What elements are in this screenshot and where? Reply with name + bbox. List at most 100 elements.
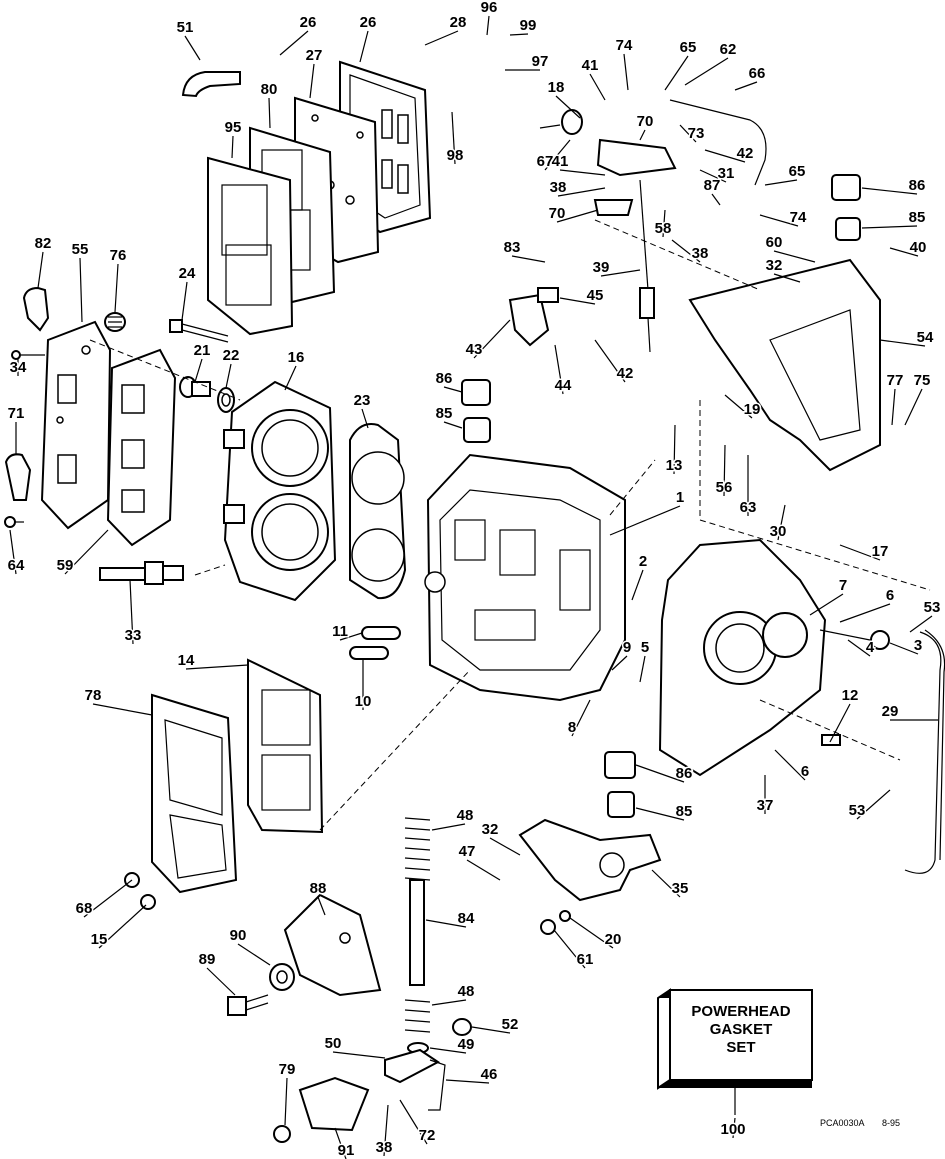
leader-line-83 (511, 255, 546, 263)
leader-line-86a (861, 187, 918, 195)
leader-line-8 (571, 699, 591, 737)
seal-22 (217, 387, 235, 413)
callout-18: 18 (548, 79, 565, 96)
leader-line-84 (425, 919, 467, 928)
spring-48-top (404, 817, 431, 881)
screw-64 (4, 516, 24, 528)
callout-26a: 26 (300, 14, 317, 31)
callout-48a: 48 (457, 807, 474, 824)
bracket-35 (518, 818, 662, 902)
callout-17: 17 (872, 543, 889, 560)
callout-73: 73 (688, 125, 705, 142)
callout-78: 78 (85, 687, 102, 704)
powerhead-gasket-set-box (657, 988, 813, 1115)
leader-line-90 (237, 943, 271, 966)
leader-line-6b (774, 749, 806, 781)
leader-line-53b (856, 789, 891, 820)
callout-3: 3 (914, 637, 922, 654)
leader-line-79 (284, 1077, 288, 1126)
callout-9: 9 (623, 639, 631, 656)
leader-line-14 (185, 664, 249, 670)
callout-61: 61 (577, 951, 594, 968)
callout-42b: 42 (617, 365, 634, 382)
leader-lines (9, 15, 938, 1159)
callout-11: 11 (332, 623, 348, 640)
leader-line-53a (909, 615, 933, 633)
leader-line-17 (839, 544, 881, 561)
callout-54: 54 (917, 329, 934, 346)
callout-51: 51 (177, 19, 194, 36)
callout-70b: 70 (549, 205, 566, 222)
gasket-box-line-3: SET (726, 1039, 755, 1056)
callout-10: 10 (355, 693, 372, 710)
leader-line-43 (473, 319, 511, 359)
bracket-43 (508, 287, 559, 347)
callout-24: 24 (179, 265, 196, 282)
callout-71: 71 (8, 405, 25, 422)
leader-line-95 (231, 135, 234, 159)
leader-line-86b (443, 386, 463, 393)
screw-79 (273, 1125, 291, 1143)
leader-line-24 (181, 281, 188, 321)
leader-line-61 (553, 929, 586, 969)
leader-line-19 (724, 394, 753, 419)
callout-44: 44 (555, 377, 572, 394)
leader-line-1 (609, 505, 681, 536)
callout-77: 77 (887, 372, 904, 389)
screws-68-15 (124, 872, 156, 910)
leader-line-21 (194, 358, 203, 383)
leader-line-68 (83, 879, 133, 918)
callout-32a: 32 (766, 257, 783, 274)
callout-28: 28 (450, 14, 467, 31)
callout-45: 45 (587, 287, 604, 304)
leader-line-16 (284, 365, 297, 391)
leader-line-15 (98, 904, 147, 949)
leader-line-91 (334, 1127, 347, 1159)
callout-46: 46 (481, 1066, 498, 1083)
leader-line-85c (635, 807, 685, 821)
callout-39: 39 (593, 259, 610, 276)
callout-14: 14 (178, 652, 195, 669)
bolt-24 (169, 319, 229, 343)
leader-line-86c (635, 764, 685, 783)
bracket-91 (298, 1076, 370, 1132)
leader-line-48a (431, 823, 466, 831)
leader-line-66 (734, 81, 758, 91)
callout-41a: 41 (582, 57, 599, 74)
callout-53b: 53 (849, 802, 866, 819)
leader-line-49 (429, 1047, 467, 1054)
leader-line-4 (847, 639, 871, 657)
callout-7: 7 (839, 577, 847, 594)
leader-line-73 (679, 124, 697, 143)
leader-line-67 (544, 139, 571, 171)
tube-29 (904, 629, 945, 874)
leader-line-38b (671, 239, 701, 263)
leader-line-72 (399, 1099, 428, 1145)
leader-line-5 (639, 655, 646, 683)
callout-52: 52 (502, 1016, 519, 1033)
callout-55: 55 (72, 241, 89, 258)
gasket-box-line-1: POWERHEAD (691, 1003, 790, 1020)
leader-line-58 (662, 209, 666, 238)
callout-64: 64 (8, 557, 25, 574)
leader-line-11 (339, 632, 363, 641)
callout-31: 31 (718, 165, 735, 182)
leader-line-65b (764, 179, 798, 186)
leader-line-33 (129, 579, 134, 645)
callout-23: 23 (354, 392, 371, 409)
hose-51 (181, 71, 241, 98)
leader-line-70a (639, 129, 646, 141)
callout-53a: 53 (924, 599, 941, 616)
leader-line-59 (64, 529, 109, 575)
callout-34: 34 (10, 359, 27, 376)
callout-63: 63 (740, 499, 757, 516)
callout-72: 72 (419, 1127, 436, 1144)
leader-line-82 (37, 251, 44, 289)
callout-8: 8 (568, 719, 576, 736)
callout-50: 50 (325, 1035, 342, 1052)
leader-line-88 (317, 896, 326, 916)
callout-58: 58 (655, 220, 672, 237)
callout-75: 75 (914, 372, 931, 389)
spark-plug-33 (99, 561, 184, 585)
